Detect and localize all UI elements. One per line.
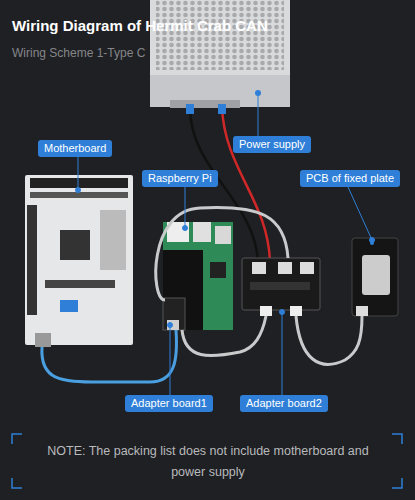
adapter-board-2 — [242, 258, 320, 316]
corner-brackets — [12, 434, 402, 488]
callout-label: Adapter board2 — [240, 395, 328, 412]
motherboard-board — [25, 175, 133, 347]
callout-label: Adapter board1 — [125, 395, 213, 412]
usb-cable — [296, 316, 362, 364]
leader-lines — [76, 93, 375, 395]
callout-label: Raspberry Pi — [142, 170, 218, 187]
wire-terminal — [186, 104, 194, 114]
footnote: NOTE: The packing list does not include … — [38, 441, 378, 483]
label-text: Power supply — [239, 138, 305, 151]
raspberry-pi-board — [163, 222, 233, 330]
label-text: Adapter board2 — [246, 397, 322, 410]
label-text: PCB of fixed plate — [306, 172, 394, 185]
usb-cable — [182, 316, 266, 356]
label-text: Raspberry Pi — [148, 172, 212, 185]
callout-label: Motherboard — [38, 140, 112, 157]
label-text: Adapter board1 — [131, 397, 207, 410]
callout-label: PCB of fixed plate — [300, 170, 400, 187]
fixed-plate-pcb — [352, 238, 398, 316]
power-supply-unit — [150, 0, 290, 108]
usb-cable — [42, 330, 177, 382]
usb-cable — [156, 208, 288, 300]
callout-label: Power supply — [233, 136, 311, 153]
subtitle: Wiring Scheme 1-Type C — [12, 46, 145, 60]
wire-terminal — [218, 104, 226, 114]
adapter-board-1 — [163, 298, 185, 330]
label-text: Motherboard — [44, 142, 106, 155]
diagram-title: Wiring Diagram of Hermit Crab CAN — [12, 17, 268, 34]
